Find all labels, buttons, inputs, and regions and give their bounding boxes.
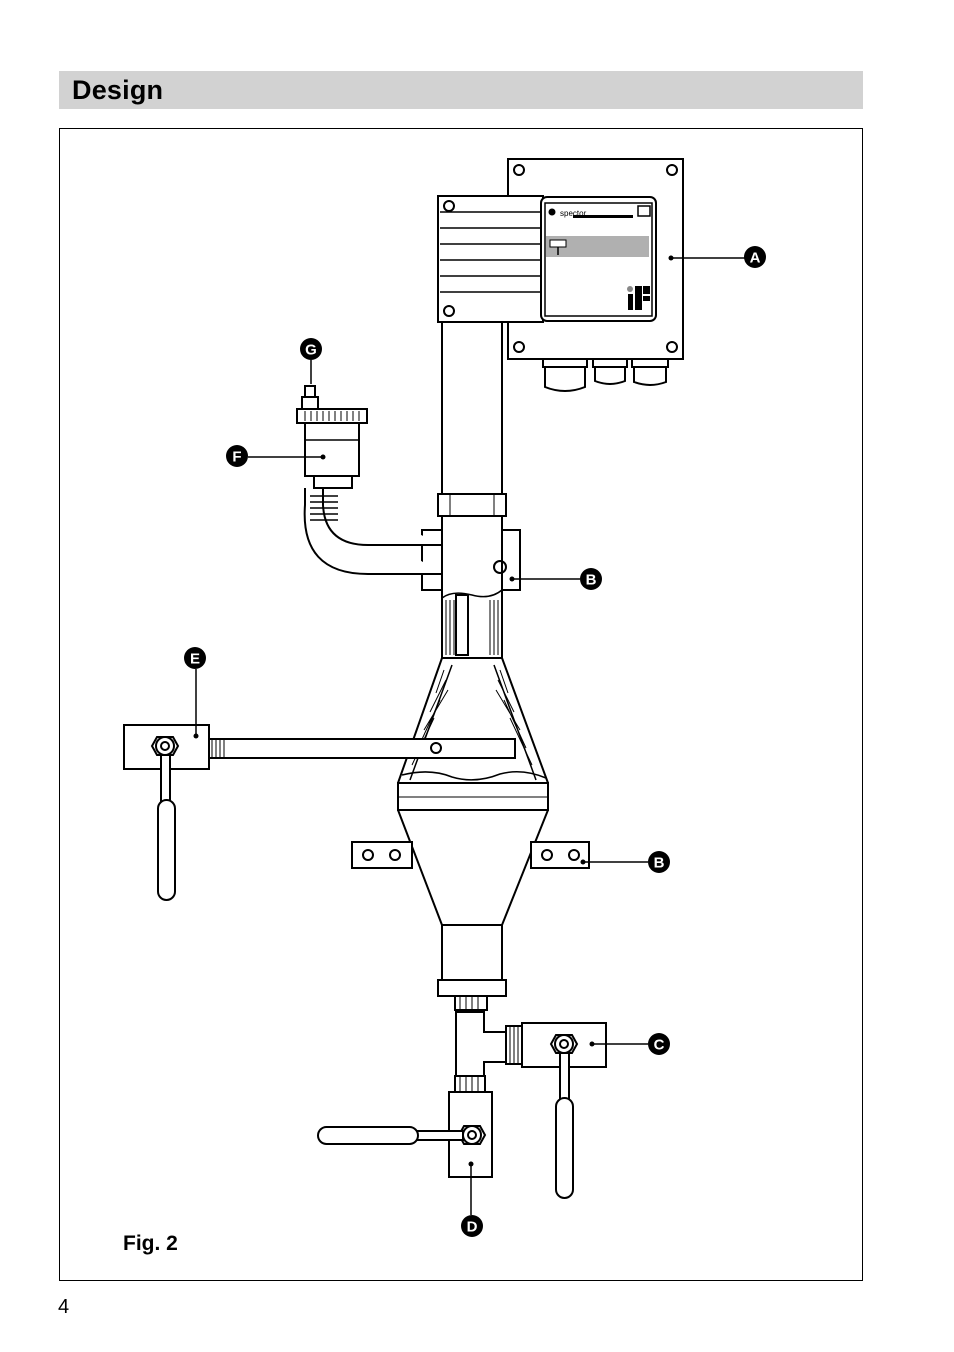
svg-text:C: C: [654, 1037, 665, 1054]
upper-tube: [442, 322, 502, 494]
svg-text:B: B: [654, 855, 665, 872]
callout-d: D: [461, 1215, 483, 1237]
svg-text:D: D: [467, 1219, 478, 1236]
page-number: 4: [58, 1296, 69, 1319]
callout-a: A: [744, 246, 766, 268]
svg-text:B: B: [586, 572, 597, 589]
callout-f: F: [226, 445, 248, 467]
callout-e: E: [184, 647, 206, 669]
sampling-valve: [124, 725, 515, 900]
upper-nut: [438, 494, 506, 516]
svg-text:F: F: [232, 449, 241, 466]
drain-valve-d: [318, 1076, 492, 1177]
svg-text:E: E: [190, 651, 200, 668]
air-vent-assembly: [297, 386, 442, 574]
figure-caption: Fig. 2: [123, 1232, 178, 1256]
svg-text:A: A: [750, 250, 761, 267]
callout-b-upper: B: [580, 568, 602, 590]
svg-text:G: G: [305, 342, 317, 359]
lower-cone: [398, 810, 548, 925]
mounting-bracket-lower: [352, 842, 589, 868]
callout-g: G: [300, 338, 322, 360]
upper-cone: [398, 658, 548, 783]
brand-label: spector: [560, 209, 587, 218]
callout-b-lower: B: [648, 851, 670, 873]
drain-valve-c: [522, 1023, 606, 1198]
callout-c: C: [648, 1033, 670, 1055]
